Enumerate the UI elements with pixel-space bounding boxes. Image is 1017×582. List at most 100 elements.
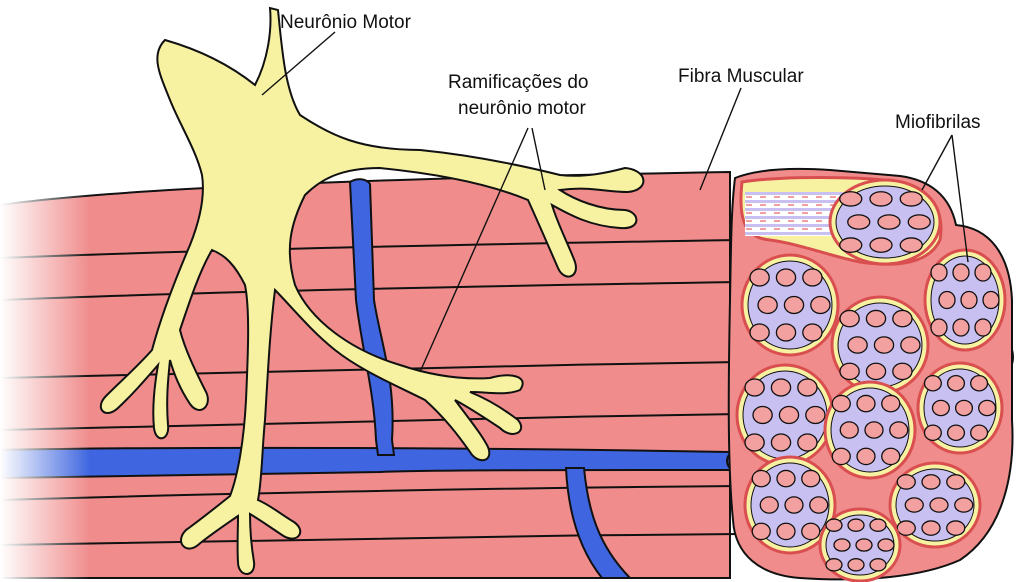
myofibril-bundle xyxy=(925,250,1005,350)
myofibril xyxy=(925,376,942,391)
myofibril xyxy=(882,395,900,411)
myofibril xyxy=(971,425,988,440)
myofibril xyxy=(840,238,862,252)
myofibril xyxy=(870,559,886,571)
myofibril xyxy=(752,523,770,539)
myofibril xyxy=(771,434,790,451)
myofibril xyxy=(840,363,859,379)
myofibril xyxy=(802,470,820,486)
myofibril-bundle xyxy=(820,509,900,581)
myofibril xyxy=(947,521,965,535)
myofibril xyxy=(758,297,777,314)
myofibril xyxy=(975,264,991,281)
myofibril-bundle xyxy=(825,382,915,478)
myofibril xyxy=(753,407,772,424)
myofibril xyxy=(776,324,795,341)
myofibril xyxy=(848,519,864,531)
myofibril xyxy=(922,521,940,535)
myofibril xyxy=(798,379,817,396)
myofibril xyxy=(922,475,940,489)
left-fade xyxy=(0,170,90,582)
myofibril xyxy=(745,379,764,396)
myofibril xyxy=(777,470,795,486)
myofibril xyxy=(779,407,798,424)
myofibril xyxy=(882,448,900,464)
myofibril xyxy=(840,192,862,206)
myofibril xyxy=(933,400,950,415)
myofibril xyxy=(785,497,803,513)
myofibril xyxy=(848,337,867,353)
myofibril xyxy=(810,497,828,513)
myofibril xyxy=(971,376,988,391)
myofibril xyxy=(826,519,842,531)
myofibril xyxy=(931,264,947,281)
myofibril xyxy=(834,539,850,551)
myofibril xyxy=(975,319,991,336)
myofibril xyxy=(866,310,885,326)
myofibril xyxy=(931,319,947,336)
myofibril xyxy=(832,395,850,411)
myofibril xyxy=(870,192,892,206)
myofibril xyxy=(983,292,999,309)
label-branches-line2: neurônio motor xyxy=(458,98,586,119)
myofibril-bundle xyxy=(737,365,833,465)
myofibril xyxy=(832,448,850,464)
myofibril xyxy=(856,539,872,551)
myofibril xyxy=(784,297,803,314)
myofibril xyxy=(866,363,885,379)
myofibril xyxy=(955,498,973,512)
myofibril-bundle xyxy=(832,297,928,393)
myofibril xyxy=(901,337,920,353)
myofibril xyxy=(771,379,790,396)
myofibril xyxy=(925,425,942,440)
label-myofibrils: Miofibrilas xyxy=(895,112,981,133)
myofibril xyxy=(826,559,842,571)
myofibril xyxy=(897,521,915,535)
myofibril xyxy=(802,523,820,539)
myofibril xyxy=(961,292,977,309)
myofibril xyxy=(848,215,870,229)
myofibril xyxy=(930,498,948,512)
myofibril xyxy=(900,238,922,252)
myofibril-bundle xyxy=(742,255,838,355)
myofibril xyxy=(857,395,875,411)
myofibril xyxy=(878,539,894,551)
myofibril xyxy=(857,448,875,464)
myofibril xyxy=(948,376,965,391)
myofibril xyxy=(956,400,973,415)
myofibril xyxy=(848,559,864,571)
myofibril xyxy=(870,519,886,531)
myofibril xyxy=(897,475,915,489)
myofibril xyxy=(870,238,892,252)
myofibril xyxy=(798,434,817,451)
myofibril xyxy=(777,523,795,539)
myofibril xyxy=(953,319,969,336)
myofibril xyxy=(874,337,893,353)
myofibril xyxy=(806,407,825,424)
myofibril xyxy=(900,192,922,206)
myofibril xyxy=(890,422,908,438)
myofibril xyxy=(840,310,859,326)
myofibril xyxy=(745,434,764,451)
myofibril xyxy=(979,400,996,415)
myofibril xyxy=(776,269,795,286)
myofibril xyxy=(905,498,923,512)
myofibril xyxy=(908,215,930,229)
myofibril-bundle xyxy=(918,363,1002,453)
myofibril-bundle xyxy=(890,463,980,547)
myofibril xyxy=(953,264,969,281)
myofibril xyxy=(750,324,769,341)
myofibril xyxy=(811,297,830,314)
myofibril-bundle xyxy=(830,180,940,264)
myofibril xyxy=(893,363,912,379)
myofibril xyxy=(865,422,883,438)
myofibril xyxy=(750,269,769,286)
myofibril xyxy=(939,292,955,309)
myofibril xyxy=(893,310,912,326)
label-muscle-fiber: Fibra Muscular xyxy=(678,66,804,87)
myofibril xyxy=(803,324,822,341)
myofibril xyxy=(948,425,965,440)
myofibril xyxy=(947,475,965,489)
label-branches-line1: Ramificações do xyxy=(448,72,588,93)
